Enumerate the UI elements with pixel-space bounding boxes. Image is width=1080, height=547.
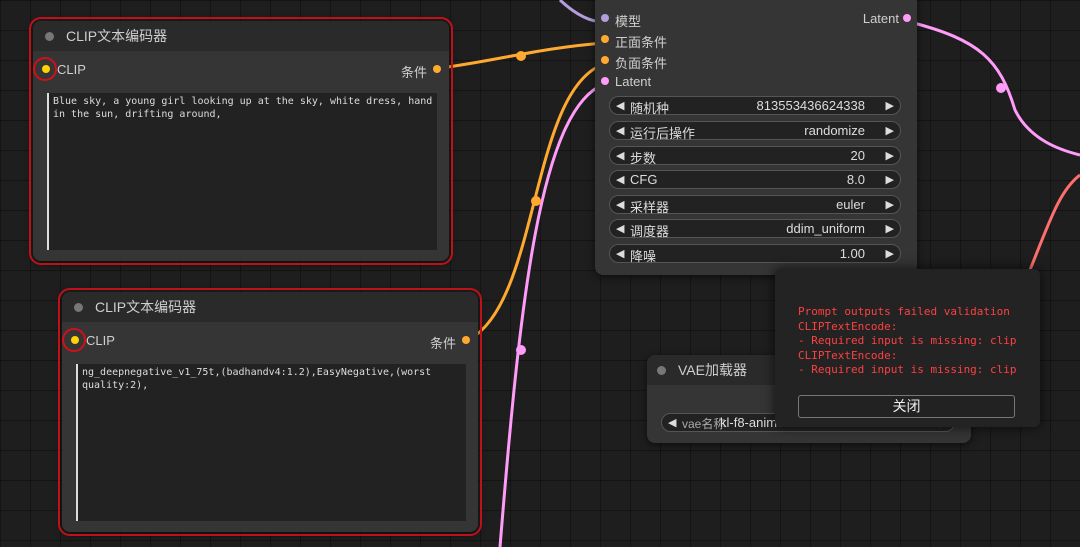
wire-reroute-dot xyxy=(996,83,1006,93)
prompt-textarea[interactable]: Blue sky, a young girl looking up at the… xyxy=(47,93,437,250)
ksampler-node[interactable]: 模型 Latent 正面条件 负面条件 Latent ◀ 随机种 8135534… xyxy=(595,0,917,275)
clip-input-slot[interactable] xyxy=(33,57,57,81)
latent-output-label: Latent xyxy=(862,11,899,26)
widget-label: 运行后操作 xyxy=(630,126,696,141)
wire-negative-conditioning xyxy=(469,62,605,341)
widget-label: 降噪 xyxy=(630,249,657,264)
error-highlight-ring xyxy=(62,328,86,352)
increment-arrow-icon[interactable]: ▶ xyxy=(885,199,894,211)
error-line: - Required input is missing: clip xyxy=(798,334,1017,347)
positive-input-label: 正面条件 xyxy=(615,35,668,50)
node-title: VAE加载器 xyxy=(678,362,747,378)
wire-positive-conditioning xyxy=(440,41,605,70)
conditioning-output-slot[interactable] xyxy=(433,65,441,73)
error-line: Prompt outputs failed validation xyxy=(798,305,1010,318)
seed-widget[interactable]: ◀ 随机种 813553436624338 ▶ xyxy=(609,96,901,116)
denoise-widget[interactable]: ◀ 降噪 1.00 ▶ xyxy=(609,244,901,264)
node-title: CLIP文本编码器 xyxy=(66,28,168,44)
decrement-arrow-icon[interactable]: ◀ xyxy=(616,223,625,235)
wire-latent-in xyxy=(498,82,605,547)
widget-value: kl-f8-anime2 xyxy=(720,415,792,430)
error-line: CLIPTextEncode: xyxy=(798,348,898,362)
decrement-arrow-icon[interactable]: ◀ xyxy=(616,125,625,137)
widget-value: euler xyxy=(836,197,865,212)
latent-input-slot[interactable] xyxy=(601,77,609,85)
node-title-bar[interactable]: CLIP文本编码器 xyxy=(62,292,478,322)
wire-reroute-dot xyxy=(531,196,541,206)
slot-row: 负面条件 xyxy=(595,52,917,73)
decrement-arrow-icon[interactable]: ◀ xyxy=(616,150,625,162)
collapse-dot-icon[interactable] xyxy=(45,31,54,41)
collapse-dot-icon[interactable] xyxy=(657,365,666,375)
slot-row: CLIP 条件 xyxy=(33,57,449,81)
slot-row: CLIP 条件 xyxy=(62,328,478,352)
error-line: CLIPTextEncode: xyxy=(798,319,898,333)
node-title-bar[interactable]: CLIP文本编码器 xyxy=(33,21,449,51)
model-input-slot[interactable] xyxy=(601,14,609,22)
decrement-arrow-icon[interactable]: ◀ xyxy=(616,199,625,211)
slot-row: 正面条件 xyxy=(595,31,917,52)
cfg-widget[interactable]: ◀ CFG 8.0 ▶ xyxy=(609,170,901,189)
increment-arrow-icon[interactable]: ▶ xyxy=(885,248,894,260)
clip-input-slot[interactable] xyxy=(62,328,86,352)
latent-input-label: Latent xyxy=(615,74,652,89)
widget-value: 20 xyxy=(850,148,865,163)
widget-value: 813553436624338 xyxy=(756,98,865,113)
conditioning-output-slot[interactable] xyxy=(462,336,470,344)
widget-label: 步数 xyxy=(630,151,657,166)
widget-value: 1.00 xyxy=(839,246,865,261)
scheduler-widget[interactable]: ◀ 调度器 ddim_uniform ▶ xyxy=(609,219,901,239)
increment-arrow-icon[interactable]: ▶ xyxy=(885,223,894,235)
wire-latent-out xyxy=(909,20,1080,157)
increment-arrow-icon[interactable]: ▶ xyxy=(885,174,894,186)
close-button[interactable]: 关闭 xyxy=(798,395,1015,418)
model-input-label: 模型 xyxy=(615,14,642,29)
decrement-arrow-icon[interactable]: ◀ xyxy=(616,174,625,186)
control-after-generate-widget[interactable]: ◀ 运行后操作 randomize ▶ xyxy=(609,121,901,141)
negative-input-slot[interactable] xyxy=(601,56,609,64)
decrement-arrow-icon[interactable]: ◀ xyxy=(668,417,677,429)
slot-row: Latent xyxy=(595,73,917,94)
error-highlight-ring xyxy=(33,57,57,81)
widget-label: 随机种 xyxy=(630,101,670,116)
conditioning-output-label: 条件 xyxy=(400,65,427,80)
wire-vae xyxy=(1028,173,1080,271)
increment-arrow-icon[interactable]: ▶ xyxy=(885,125,894,137)
node-title: CLIP文本编码器 xyxy=(95,299,197,315)
slot-row: 模型 Latent xyxy=(595,10,917,31)
increment-arrow-icon[interactable]: ▶ xyxy=(885,100,894,112)
steps-widget[interactable]: ◀ 步数 20 ▶ xyxy=(609,146,901,166)
widget-label: CFG xyxy=(630,172,658,187)
decrement-arrow-icon[interactable]: ◀ xyxy=(616,248,625,260)
widget-value: 8.0 xyxy=(846,172,865,187)
latent-output-slot[interactable] xyxy=(903,14,911,22)
sampler-widget[interactable]: ◀ 采样器 euler ▶ xyxy=(609,195,901,215)
widget-label: 采样器 xyxy=(630,200,670,215)
negative-prompt-textarea[interactable]: ng_deepnegative_v1_75t,(badhandv4:1.2),E… xyxy=(76,364,466,521)
increment-arrow-icon[interactable]: ▶ xyxy=(885,150,894,162)
wire-reroute-dot xyxy=(516,345,526,355)
wire-reroute-dot xyxy=(516,51,526,61)
clip-input-label: CLIP xyxy=(57,62,86,77)
negative-input-label: 负面条件 xyxy=(615,56,668,71)
widget-value: randomize xyxy=(804,123,865,138)
conditioning-output-label: 条件 xyxy=(429,336,456,351)
widget-label: 调度器 xyxy=(630,224,670,239)
error-line: - Required input is missing: clip xyxy=(798,363,1017,376)
widget-label: vae名称 xyxy=(682,417,726,431)
positive-input-slot[interactable] xyxy=(601,35,609,43)
decrement-arrow-icon[interactable]: ◀ xyxy=(616,100,625,112)
clip-text-encode-node-1[interactable]: CLIP文本编码器 CLIP 条件 Blue sky, a young girl… xyxy=(29,17,453,265)
clip-input-label: CLIP xyxy=(86,333,115,348)
clip-text-encode-node-2[interactable]: CLIP文本编码器 CLIP 条件 ng_deepnegative_v1_75t… xyxy=(58,288,482,536)
widget-value: ddim_uniform xyxy=(786,221,865,236)
collapse-dot-icon[interactable] xyxy=(74,302,83,312)
